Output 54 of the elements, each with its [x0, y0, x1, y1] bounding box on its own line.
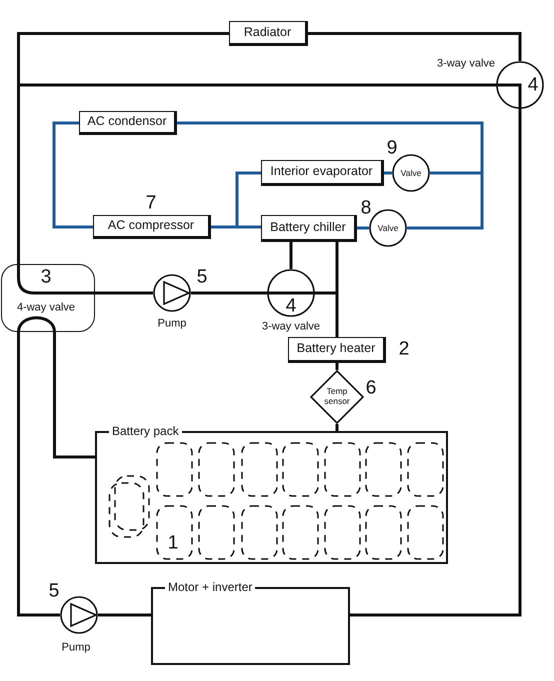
callout-number: 9 — [386, 138, 398, 158]
valve-symbol — [267, 269, 315, 317]
callout-number: 8 — [360, 198, 372, 218]
component-box — [261, 160, 384, 186]
pipe-line — [290, 242, 292, 269]
component-box — [261, 215, 357, 242]
pipe-line — [357, 226, 369, 230]
component-label: Pump — [62, 642, 90, 654]
callout-number: 1 — [168, 534, 178, 552]
sensor-diamond — [310, 370, 364, 424]
callout-number: 5 — [48, 582, 60, 600]
valve-symbol — [369, 209, 407, 247]
component-label: Valve — [378, 224, 398, 232]
callout-number: 5 — [196, 268, 208, 286]
component-box — [93, 215, 211, 239]
pipe-line — [53, 332, 95, 458]
pipe-line — [350, 109, 522, 616]
component-label: Pump — [158, 318, 186, 330]
frame-heading: Motor + inverter — [165, 580, 256, 594]
pump-symbol — [153, 274, 191, 312]
valve-symbol — [496, 61, 544, 109]
component-label: Radiator — [244, 26, 292, 40]
component-label: Battery chiller — [270, 220, 346, 234]
pipe-line — [336, 363, 338, 370]
component-box — [229, 21, 308, 46]
callout-number: 3 — [40, 268, 52, 286]
callout-number: 4 — [286, 296, 296, 316]
component-label: Battery heater — [296, 342, 376, 356]
pipe-line — [336, 424, 338, 431]
component-label: Interior evaporator — [270, 165, 373, 179]
pipe-line — [17, 332, 60, 616]
pipe-line — [191, 292, 267, 294]
component-label: 3-way valve — [436, 58, 496, 70]
pipe-line — [52, 122, 93, 228]
frame-heading: Battery pack — [109, 424, 182, 438]
component-label: Valve — [400, 168, 422, 178]
callout-number: 4 — [528, 76, 538, 94]
callout-number: 6 — [366, 378, 376, 398]
component-label: 3-way valve — [262, 322, 320, 332]
callout-number: 7 — [146, 194, 156, 212]
callout-number: 2 — [398, 340, 410, 358]
valve-block — [1, 264, 95, 332]
valve-symbol — [392, 154, 430, 192]
pipe-line — [308, 32, 522, 61]
pump-symbol — [60, 596, 98, 634]
component-box — [79, 111, 177, 135]
component-box — [288, 337, 386, 363]
component-label: AC condensor — [87, 115, 167, 129]
pipe-line — [95, 292, 153, 294]
pipe-line — [384, 172, 392, 174]
component-label: Temp sensor — [323, 387, 351, 407]
component-label: 4-way valve — [16, 302, 76, 314]
pipe-line — [98, 614, 151, 616]
component-label: AC compressor — [108, 219, 194, 233]
